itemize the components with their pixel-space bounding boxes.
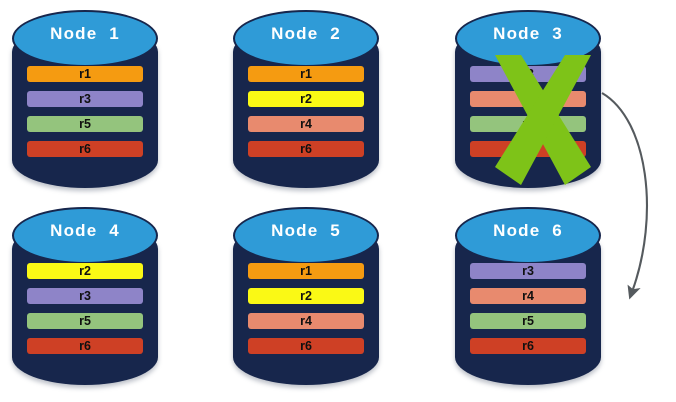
node-label: Node 2 [271, 24, 341, 43]
node-label: Node 1 [50, 24, 120, 43]
replica-bar[interactable]: r4 [248, 116, 364, 132]
replica-bar[interactable]: r3 [27, 288, 143, 304]
replica-bar[interactable]: r1 [27, 66, 143, 82]
replica-list: r3 r4 r5 r6 [470, 66, 586, 157]
replica-list: r3 r4 r5 r6 [470, 263, 586, 354]
replica-bar[interactable]: r1 [248, 263, 364, 279]
replica-bar[interactable]: r2 [248, 91, 364, 107]
replica-bar[interactable]: r4 [470, 91, 586, 107]
replica-bar[interactable]: r2 [248, 288, 364, 304]
replica-list: r2 r3 r5 r6 [27, 263, 143, 354]
node-label: Node 3 [493, 24, 563, 43]
node-cylinder-5[interactable]: Node 5 r1 r2 r4 r6 [233, 207, 379, 385]
node-cylinder-2[interactable]: Node 2 r1 r2 r4 r6 [233, 10, 379, 188]
replica-bar[interactable]: r5 [27, 313, 143, 329]
replica-bar[interactable]: r6 [27, 141, 143, 157]
node-cylinder-4[interactable]: Node 4 r2 r3 r5 r6 [12, 207, 158, 385]
cylinder-top-ellipse [12, 207, 158, 264]
replica-bar[interactable]: r5 [470, 116, 586, 132]
replica-bar[interactable]: r6 [470, 338, 586, 354]
replica-bar[interactable]: r2 [27, 263, 143, 279]
node-cylinder-3[interactable]: Node 3 r3 r4 r5 r6 [455, 10, 601, 188]
replica-bar[interactable]: r3 [470, 263, 586, 279]
replica-bar[interactable]: r1 [248, 66, 364, 82]
replica-bar[interactable]: r4 [470, 288, 586, 304]
replica-bar[interactable]: r6 [248, 338, 364, 354]
node-cylinder-6[interactable]: Node 6 r3 r4 r5 r6 [455, 207, 601, 385]
cylinder-top-ellipse [12, 10, 158, 67]
node-label: Node 4 [50, 221, 120, 240]
replica-bar[interactable]: r4 [248, 313, 364, 329]
node-label: Node 5 [271, 221, 341, 240]
replica-bar[interactable]: r5 [27, 116, 143, 132]
replica-list: r1 r2 r4 r6 [248, 263, 364, 354]
replica-bar[interactable]: r3 [27, 91, 143, 107]
replica-bar[interactable]: r6 [27, 338, 143, 354]
replica-bar[interactable]: r6 [248, 141, 364, 157]
node-cylinder-1[interactable]: Node 1 r1 r3 r5 r6 [12, 10, 158, 188]
replica-bar[interactable]: r6 [470, 141, 586, 157]
replica-list: r1 r2 r4 r6 [248, 66, 364, 157]
replica-list: r1 r3 r5 r6 [27, 66, 143, 157]
node-label: Node 6 [493, 221, 563, 240]
replica-bar[interactable]: r5 [470, 313, 586, 329]
replica-bar[interactable]: r3 [470, 66, 586, 82]
